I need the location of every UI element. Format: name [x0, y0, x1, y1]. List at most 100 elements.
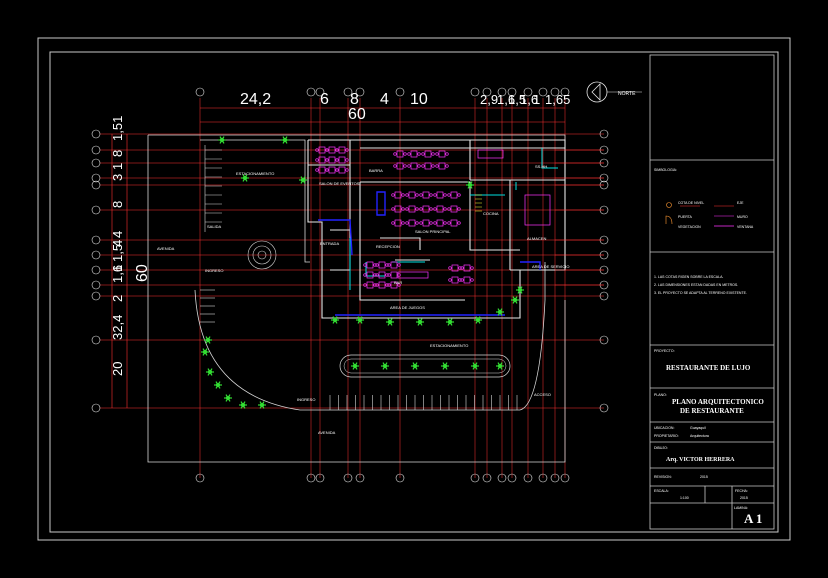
table — [410, 162, 418, 170]
legend-item-2: EJE — [737, 201, 744, 205]
north-arrow: NORTE — [586, 81, 642, 103]
chair — [397, 283, 401, 287]
table — [438, 162, 446, 170]
axis-bubble-right — [599, 291, 609, 301]
table — [408, 191, 416, 199]
axis-bubble-left — [91, 291, 101, 301]
chair — [435, 164, 439, 168]
chair — [417, 152, 421, 156]
proyecto-label: PROYECTO: — [654, 349, 675, 353]
chair — [457, 207, 461, 211]
left-dimension-label: 4 — [110, 231, 125, 238]
axis-bubble-top — [470, 87, 480, 97]
axis-bubble-top — [497, 87, 507, 97]
top-dimension-label: 1 — [533, 92, 540, 107]
left-dimension-label: 20 — [110, 362, 125, 376]
top-total-dimension: 60 — [348, 106, 366, 123]
top-dimension-label: 1,6 — [497, 92, 515, 107]
chair — [387, 273, 391, 277]
chair — [393, 152, 397, 156]
table — [463, 264, 471, 272]
chair — [403, 164, 407, 168]
table — [422, 205, 430, 213]
table — [390, 271, 398, 279]
chair — [448, 278, 452, 282]
top-dimension-label: 10 — [410, 91, 428, 108]
left-total-dimension: 60 — [134, 264, 151, 282]
table — [338, 156, 346, 164]
chair — [447, 221, 451, 225]
floor-plan: ESTACIONAMIENTO SALIDA INGRESO AVENIDA E… — [91, 81, 642, 483]
table — [394, 219, 402, 227]
table — [378, 261, 386, 269]
chair — [325, 148, 329, 152]
revision-label: REVISION: — [654, 475, 672, 479]
left-dimension-label: 1 — [110, 163, 125, 170]
chair — [335, 168, 339, 172]
table — [436, 205, 444, 213]
chair — [458, 278, 462, 282]
left-dimension-label: 1,6 — [110, 265, 125, 283]
table — [328, 156, 336, 164]
legend-item-3: MURO — [737, 215, 748, 219]
axis-bubble-top — [343, 87, 353, 97]
label-area-servicio: AREA DE SERVICIO — [532, 264, 570, 269]
chair — [315, 148, 319, 152]
label-salida: SALIDA — [207, 224, 222, 229]
axis-bubble-left — [91, 173, 101, 183]
label-avenida-bottom: AVENIDA — [318, 430, 336, 435]
chair — [335, 158, 339, 162]
chair — [363, 263, 367, 267]
table — [450, 219, 458, 227]
outer-border — [37, 37, 791, 541]
bar-counter — [477, 149, 504, 159]
chair — [407, 164, 411, 168]
chair — [419, 207, 423, 211]
label-acceso: ACCESO — [534, 392, 551, 397]
top-dimension-label: 4 — [380, 91, 389, 108]
fecha-value: 2015 — [740, 496, 748, 500]
table — [436, 219, 444, 227]
axis-bubble-top — [306, 87, 316, 97]
label-recepcion: RECEPCION — [376, 244, 400, 249]
chair — [447, 193, 451, 197]
parking-stalls-bottom — [329, 395, 518, 410]
table — [390, 281, 398, 289]
tree-icon — [356, 316, 364, 324]
left-dimension-label: 3 — [110, 174, 125, 181]
chair — [421, 164, 425, 168]
table — [463, 276, 471, 284]
left-dimension-label: 1 — [110, 265, 125, 272]
tree-icon — [466, 181, 474, 189]
plan-labels: ESTACIONAMIENTO SALIDA INGRESO AVENIDA E… — [157, 164, 570, 435]
table — [318, 156, 326, 164]
table — [396, 150, 404, 158]
chair — [385, 273, 389, 277]
chair — [345, 148, 349, 152]
chair — [375, 273, 379, 277]
note-1: 1. LAS COTAS RIGEN SOBRE LA ESCALA. — [654, 275, 723, 279]
label-salon-principal: SALON PRINCIPAL — [415, 229, 451, 234]
label-area-juegos: AREA DE JUEGOS — [390, 305, 425, 310]
chair — [401, 207, 405, 211]
table — [318, 166, 326, 174]
legend-item-5: VENTANA — [737, 225, 754, 229]
plano-line-1: PLANO ARQUITECTONICO — [672, 398, 764, 406]
axis-bubble-top — [538, 87, 548, 97]
left-dimension-label: 4 — [110, 240, 125, 247]
ubicacion-value: Guayaquil — [690, 426, 706, 430]
axis-bubble-bottom — [395, 473, 405, 483]
left-dimension-label: 2 — [110, 295, 125, 302]
axis-bubble-left — [91, 250, 101, 260]
axis-bubble-bottom — [482, 473, 492, 483]
axis-bubble-left — [91, 180, 101, 190]
chair — [443, 207, 447, 211]
table — [366, 261, 374, 269]
chair — [458, 266, 462, 270]
chair — [460, 266, 464, 270]
table — [450, 205, 458, 213]
tree-icon — [496, 362, 504, 370]
ubicacion-label: UBICACION: — [654, 426, 674, 430]
